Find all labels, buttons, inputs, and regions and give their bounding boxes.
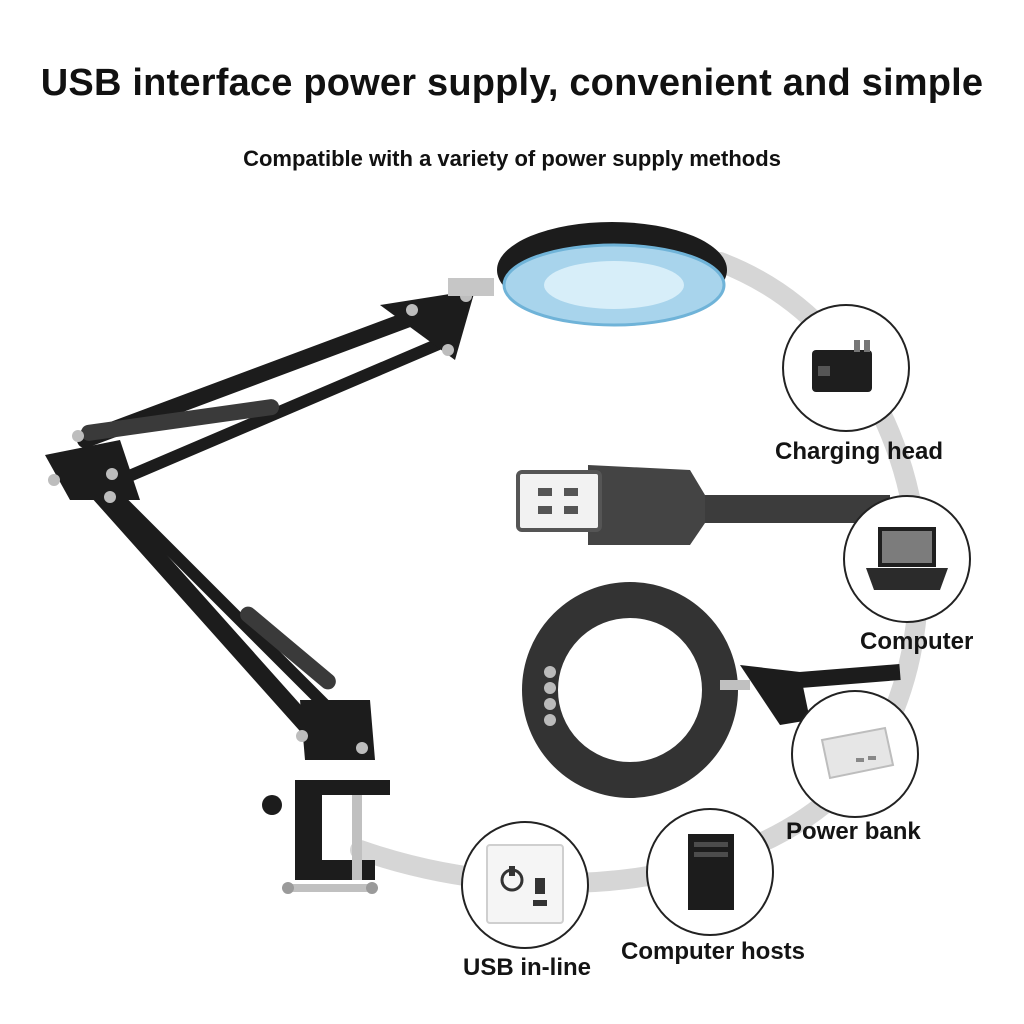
lamp-arm	[45, 290, 475, 760]
power-bank-icon	[791, 690, 919, 818]
magnifier-head	[448, 222, 727, 327]
page-title: USB interface power supply, convenient a…	[40, 62, 984, 104]
desk-clamp	[262, 780, 390, 894]
charger-icon	[782, 304, 910, 432]
label-power-bank: Power bank	[786, 818, 921, 845]
wall-socket-icon	[461, 821, 589, 949]
label-computer-hosts: Computer hosts	[621, 938, 806, 965]
label-usb-in-line: USB in-line	[463, 954, 592, 981]
ring-light-module	[522, 582, 901, 798]
usb-cable	[516, 465, 890, 545]
desktop-tower-icon	[646, 808, 774, 936]
laptop-icon	[843, 495, 971, 623]
page-subtitle: Compatible with a variety of power suppl…	[243, 146, 781, 171]
label-charging-head: Charging head	[775, 438, 944, 465]
label-computer: Computer	[860, 628, 974, 655]
